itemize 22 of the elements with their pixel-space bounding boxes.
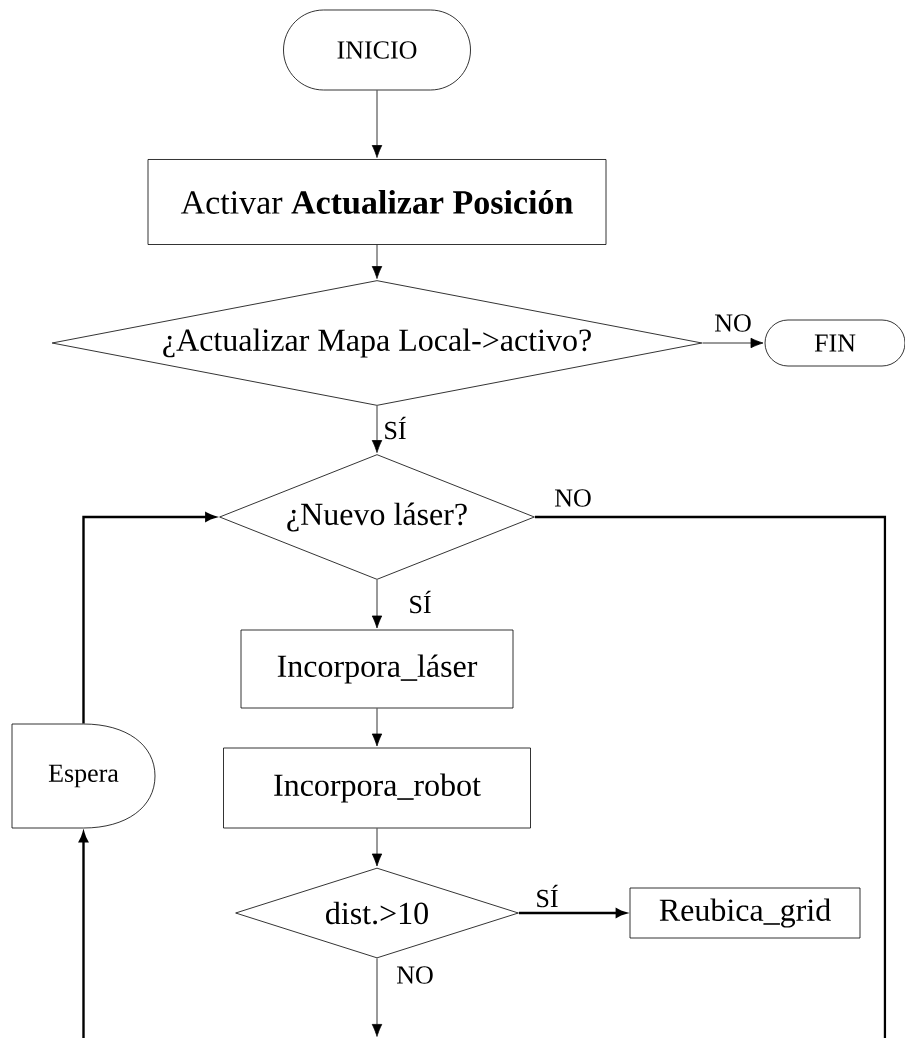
arrow (371, 405, 383, 453)
arrow (371, 90, 383, 158)
process-box: Reubica_grid (629, 887, 861, 939)
edge-label: NO (395, 965, 435, 985)
process-box: Activar Actualizar Posición (147, 159, 607, 245)
process-box: Incorpora_robot (223, 747, 531, 829)
edge-label: SÍ (534, 883, 560, 909)
edge-label: SÍ (382, 415, 408, 441)
arrow (371, 708, 383, 747)
arrow (371, 579, 383, 629)
edge-label: SÍ (407, 589, 433, 615)
arrow (82, 512, 216, 724)
edge-label: NO (713, 313, 753, 333)
arrow (518, 908, 627, 918)
terminal-box: INICIO (283, 9, 471, 91)
arrow (371, 958, 383, 1037)
arrow (371, 244, 383, 279)
arrow (371, 828, 383, 867)
terminal-box: FIN (764, 319, 905, 367)
arrow (702, 337, 764, 349)
edge-label: NO (553, 488, 593, 508)
process-box: Incorpora_láser (240, 629, 514, 709)
